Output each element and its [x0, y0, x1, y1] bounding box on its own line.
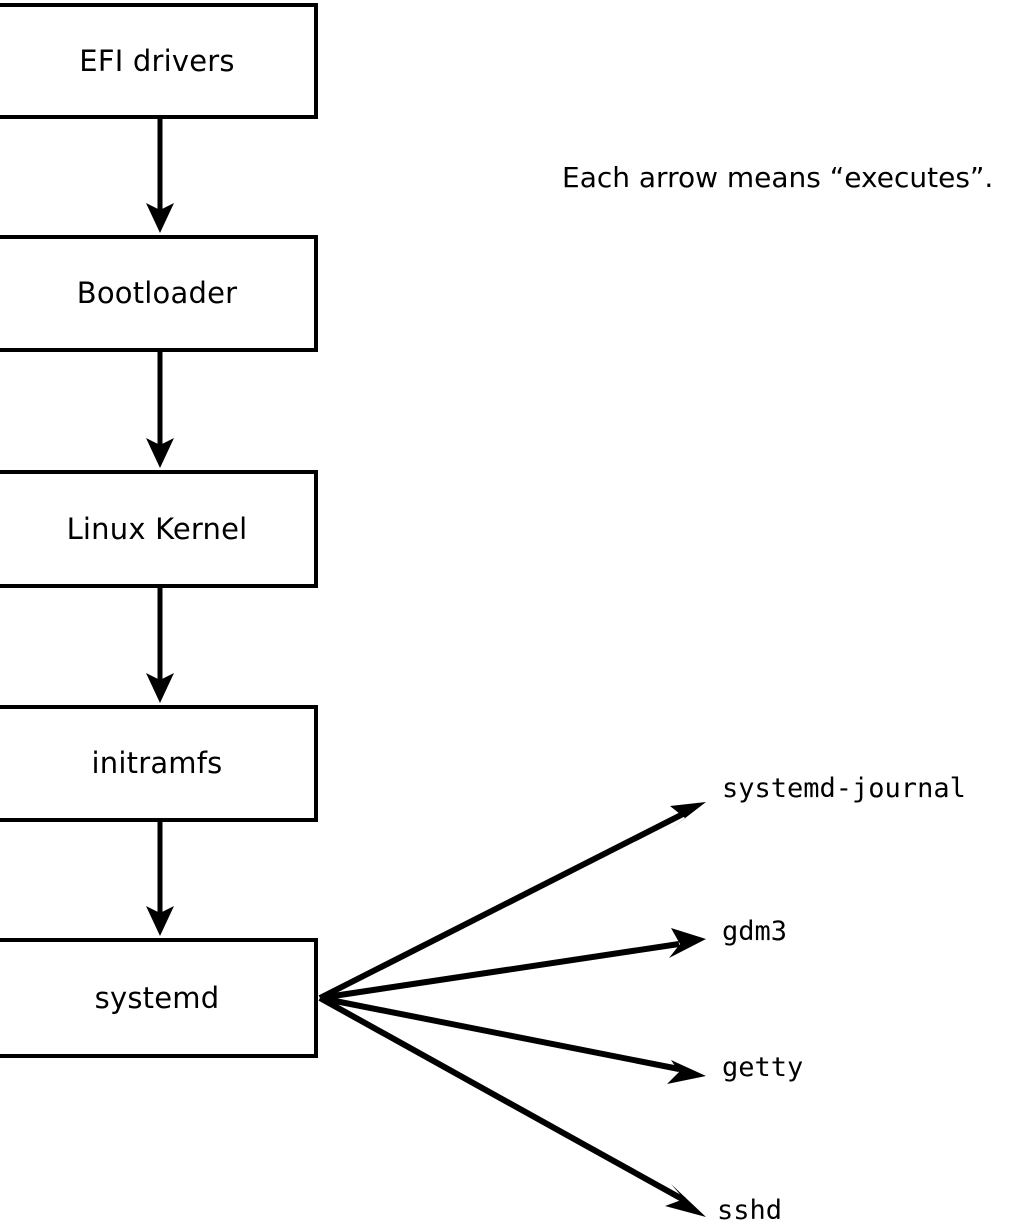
- process-box-linux-kernel[interactable]: Linux Kernel: [0, 470, 318, 588]
- process-box-efi-drivers[interactable]: EFI drivers: [0, 3, 318, 119]
- process-box-label: EFI drivers: [79, 43, 235, 78]
- process-box-label: Bootloader: [76, 276, 238, 310]
- chain-arrow-efi-to-bootloader: [146, 119, 174, 233]
- service-label-systemd-journal[interactable]: systemd-journal: [722, 773, 966, 804]
- service-label-gdm3[interactable]: gdm3: [722, 916, 788, 947]
- fan-arrow-systemd-journal: [318, 802, 706, 1001]
- fan-arrow-sshd: [318, 995, 706, 1217]
- fan-arrow-getty: [319, 995, 706, 1084]
- chain-arrow-bootloader-to-kernel: [146, 352, 174, 468]
- process-box-label: Linux Kernel: [66, 511, 248, 546]
- chain-arrow-kernel-to-initramfs: [146, 588, 174, 703]
- legend-note: Each arrow means “executes”.: [562, 161, 994, 194]
- process-box-initramfs[interactable]: initramfs: [0, 705, 318, 822]
- process-box-label: systemd: [94, 980, 220, 1015]
- service-label-sshd[interactable]: sshd: [717, 1195, 783, 1226]
- process-box-systemd[interactable]: systemd: [0, 938, 318, 1058]
- chain-arrow-initramfs-to-systemd: [146, 822, 174, 936]
- fan-arrow-gdm3: [319, 928, 706, 1001]
- service-label-getty[interactable]: getty: [722, 1052, 804, 1083]
- process-box-bootloader[interactable]: Bootloader: [0, 235, 318, 352]
- process-box-label: initramfs: [91, 746, 223, 780]
